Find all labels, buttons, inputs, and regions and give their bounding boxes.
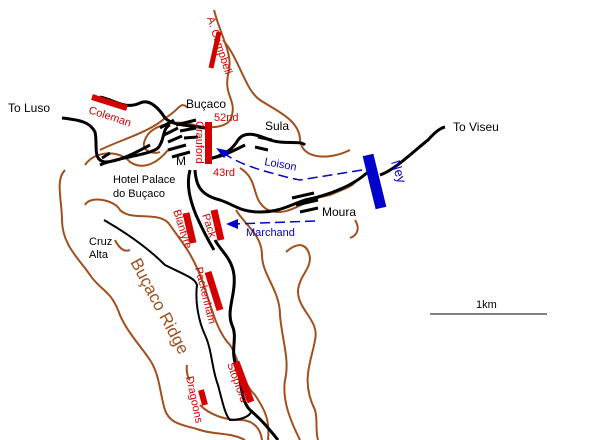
contour [199, 404, 263, 440]
arrowhead-icon [216, 148, 230, 158]
stopford-bar [232, 360, 255, 404]
ney-bar [362, 153, 387, 210]
label-m: M [176, 154, 186, 168]
ridge-track [103, 219, 253, 422]
road [213, 239, 280, 440]
label-to-luso: To Luso [8, 101, 50, 115]
packenham-bar [204, 270, 224, 312]
scale-label: 1km [476, 299, 497, 311]
pack-bar [210, 209, 225, 241]
label-52nd: 52nd [214, 112, 238, 124]
blantyre-bar [182, 212, 197, 244]
label-marchand: Marchand [246, 227, 295, 239]
arrowhead-icon [226, 219, 238, 229]
label-hotel-2: do Buçaco [113, 188, 165, 200]
marchand-arrow [234, 220, 316, 225]
contour [285, 244, 319, 440]
label-crauford: Crauford [193, 121, 205, 164]
road [99, 123, 171, 167]
label-sula: Sula [265, 119, 289, 133]
contour [84, 198, 270, 440]
label-bucaco: Buçaco [186, 97, 226, 111]
road [193, 168, 372, 214]
road-to-luso [61, 116, 151, 164]
contour-lines [58, 9, 359, 440]
village-buildings [101, 118, 319, 214]
label-moura: Moura [322, 205, 356, 219]
coleman-bar [91, 94, 128, 111]
campbell-bar [208, 31, 222, 69]
road [103, 219, 253, 422]
label-hotel-1: Hotel Palace [113, 174, 175, 186]
dragoons-bar [198, 389, 208, 406]
label-ney: Ney [388, 158, 410, 185]
british-units [91, 31, 255, 406]
road-to-viseu [379, 125, 446, 177]
loison-arrow [221, 151, 363, 181]
contour [185, 364, 191, 381]
label-loison: Loison [263, 156, 297, 173]
label-alta: Alta [89, 249, 109, 261]
roads [61, 95, 446, 440]
label-43rd: 43rd [213, 167, 235, 179]
french-units [216, 148, 387, 229]
road [186, 169, 216, 251]
contour [114, 239, 131, 252]
contour [58, 169, 246, 440]
contour [349, 219, 359, 239]
contour [222, 39, 351, 158]
crauford-bar [205, 122, 212, 164]
label-campbell: A. Campbell [204, 15, 234, 76]
label-cruz: Cruz [89, 236, 112, 248]
contour [235, 209, 301, 440]
label-to-viseu: To Viseu [453, 120, 499, 134]
contour [142, 9, 234, 154]
